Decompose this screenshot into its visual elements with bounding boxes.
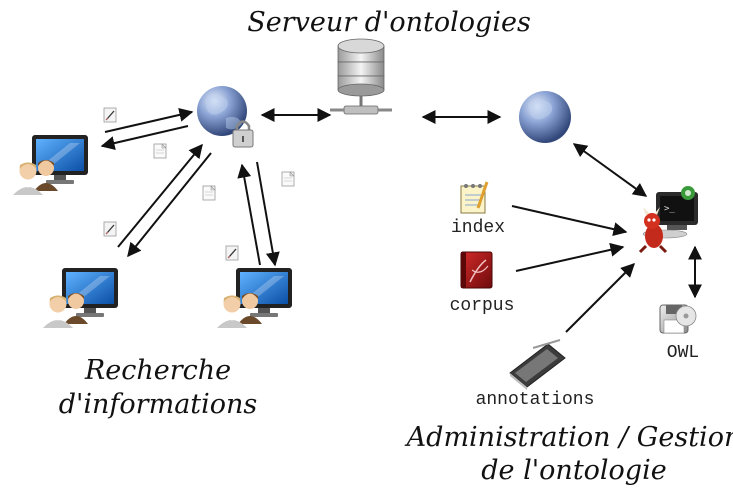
response-arrow [100, 125, 189, 150]
search-title-line1: Recherche [84, 355, 231, 386]
document-icon [153, 143, 167, 159]
tablet-icon [509, 339, 566, 390]
disk-icon [659, 304, 697, 334]
index-label: index [451, 218, 505, 238]
notepad-icon [460, 181, 489, 214]
document-icon [202, 185, 216, 201]
users-computer-icon [217, 268, 292, 328]
response-arrow [127, 152, 212, 258]
owl-label: OWL [667, 343, 699, 363]
document-icon [281, 171, 295, 187]
arrow-globe-admin [572, 143, 648, 197]
users-computer-icon [13, 135, 88, 195]
globe-icon [519, 91, 571, 143]
book-icon [460, 251, 493, 289]
corpus-label: corpus [450, 296, 515, 316]
globe-icon [197, 86, 247, 136]
arrow-annotations-admin [565, 263, 635, 333]
annotations-label: annotations [476, 390, 595, 410]
search-title-line2: d'informations [59, 389, 258, 420]
users-computer-icon [43, 268, 118, 328]
database-server-icon [330, 38, 392, 115]
server-title: Serveur d'ontologies [247, 7, 531, 38]
edit-pencil-icon [103, 107, 117, 123]
svg-text:>_: >_ [664, 204, 675, 214]
admin-title-line1: Administration / Gestion [404, 422, 733, 453]
padlock-icon [232, 120, 254, 148]
response-arrow [256, 161, 280, 267]
request-arrow [117, 143, 203, 248]
edit-pencil-icon [225, 245, 239, 261]
request-arrow [104, 108, 194, 133]
edit-pencil-icon [103, 221, 117, 237]
admin-title-line2: de l'ontologie [481, 455, 666, 486]
request-arrow [237, 163, 261, 266]
bsd-daemon-computer-icon: >_ [638, 186, 698, 254]
arrow-corpus-admin [515, 242, 625, 272]
arrow-index-admin [511, 205, 628, 237]
